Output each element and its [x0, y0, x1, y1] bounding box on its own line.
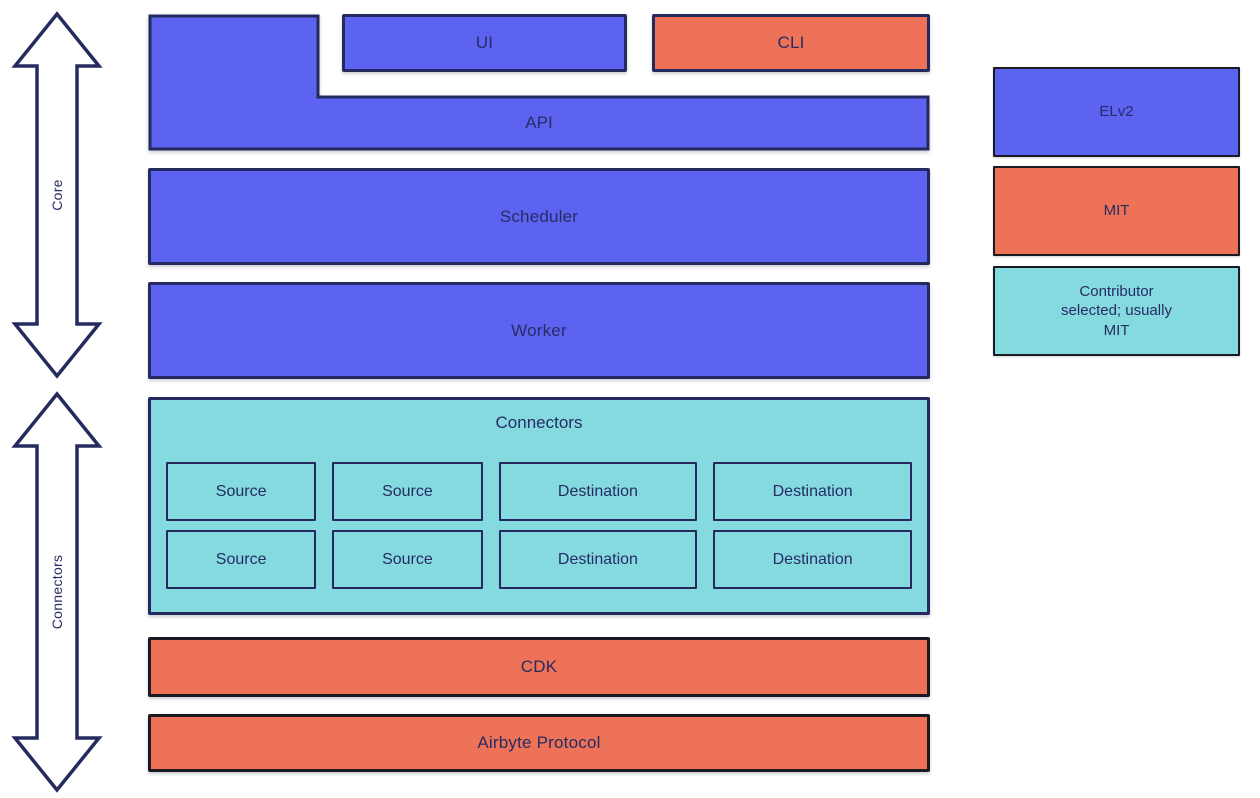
connector-row: Source Source Destination Destination: [166, 530, 912, 589]
worker-block: Worker: [148, 282, 930, 379]
core-group-label: Core: [49, 179, 65, 211]
legend-mit-label: MIT: [1103, 202, 1130, 220]
legend-contributor-label: Contributor selected; usually MIT: [1061, 282, 1172, 339]
cdk-block-label: CDK: [520, 657, 558, 676]
connectors-group-arrow-icon: Connectors: [11, 391, 103, 793]
ui-block-label: UI: [475, 33, 494, 52]
cdk-block: CDK: [148, 637, 930, 697]
source-connector-box: Source: [332, 462, 483, 521]
connectors-block: Connectors Source Source Destination Des…: [148, 397, 930, 615]
source-connector-box: Source: [166, 530, 317, 589]
worker-block-label: Worker: [511, 320, 567, 340]
api-platform-block: [148, 14, 930, 151]
legend-contributor: Contributor selected; usually MIT: [993, 266, 1240, 356]
legend-mit: MIT: [993, 166, 1240, 256]
destination-connector-box: Destination: [498, 530, 698, 589]
airbyte-protocol-block-label: Airbyte Protocol: [477, 733, 601, 752]
airbyte-protocol-block: Airbyte Protocol: [148, 714, 930, 772]
connectors-group-label: Connectors: [49, 555, 65, 630]
scheduler-block: Scheduler: [148, 168, 930, 265]
destination-connector-box: Destination: [713, 530, 912, 589]
api-block-label: API: [525, 112, 553, 132]
core-group-arrow-icon: Core: [11, 11, 103, 379]
legend-elv2-label: ELv2: [1099, 103, 1134, 121]
cli-block: CLI: [652, 14, 930, 72]
connector-row: Source Source Destination Destination: [166, 462, 912, 521]
connectors-block-title: Connectors: [495, 413, 583, 432]
cli-block-label: CLI: [777, 33, 805, 52]
destination-connector-box: Destination: [498, 462, 698, 521]
source-connector-box: Source: [332, 530, 483, 589]
destination-connector-box: Destination: [713, 462, 912, 521]
source-connector-box: Source: [166, 462, 317, 521]
legend-elv2: ELv2: [993, 67, 1240, 157]
scheduler-block-label: Scheduler: [499, 206, 579, 226]
ui-block: UI: [342, 14, 627, 72]
